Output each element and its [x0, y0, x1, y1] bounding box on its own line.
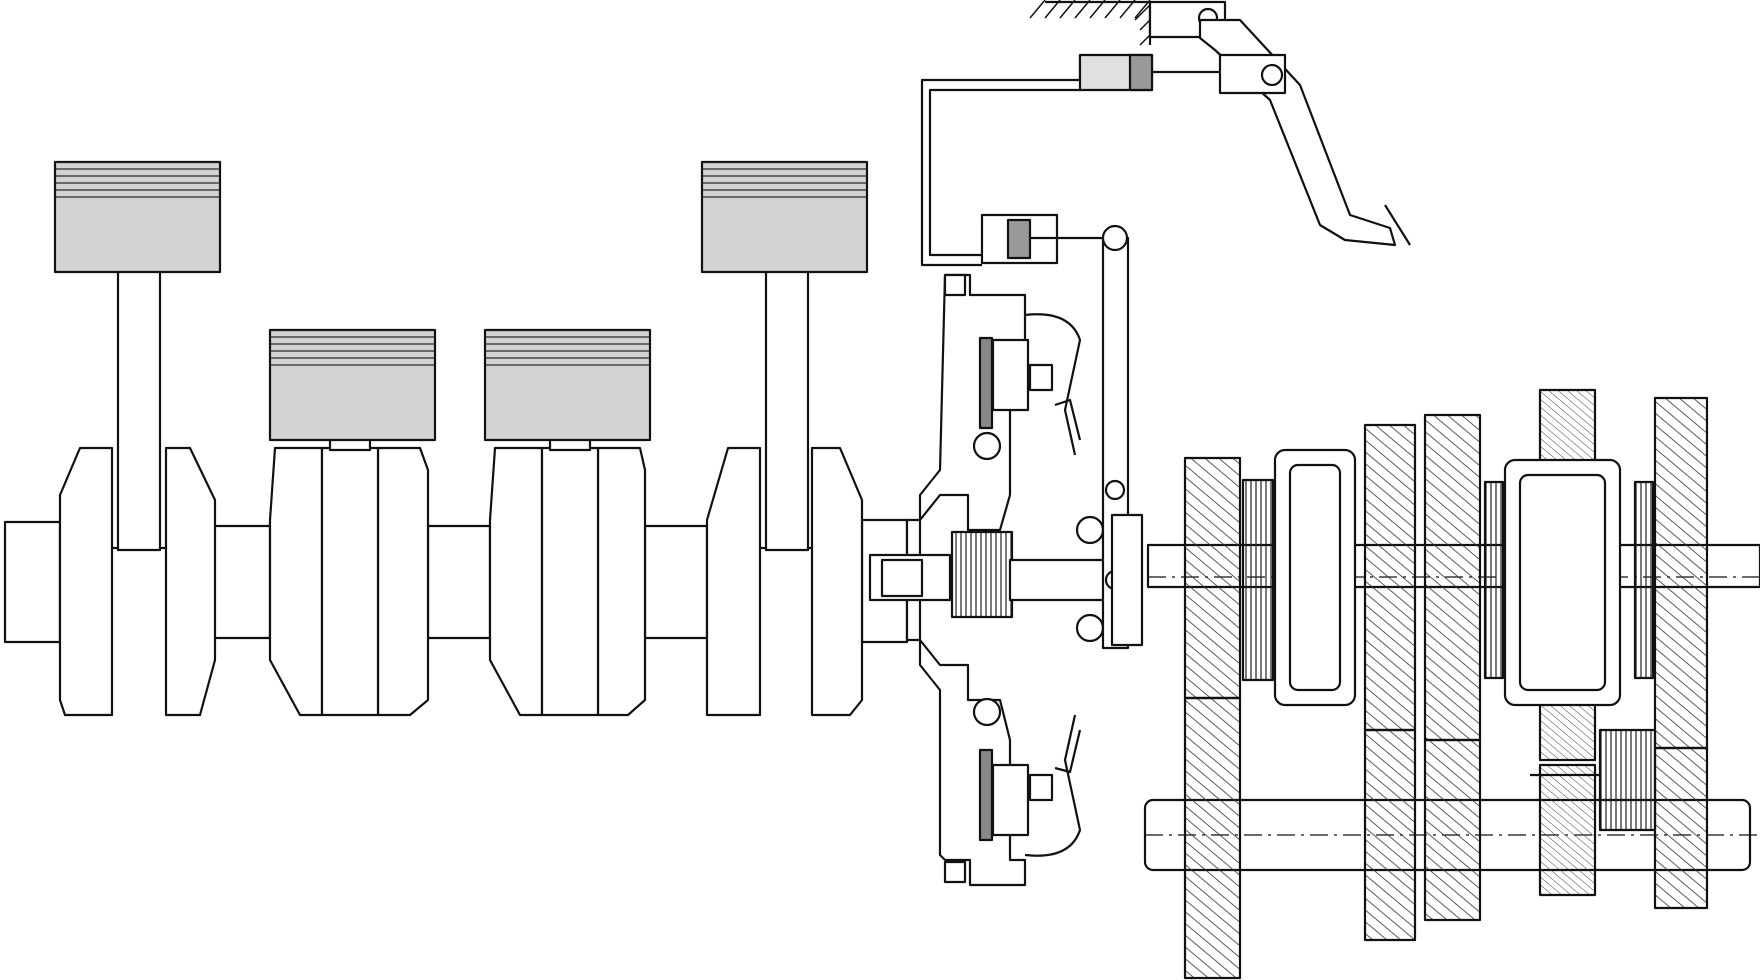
pedal-icon: [1029, 0, 1411, 247]
crankshaft-icon: [3, 446, 909, 717]
clutch-icon: [868, 224, 1144, 857]
piston-icon: [53, 160, 869, 442]
connecting-rod-icon: [116, 268, 810, 552]
gearbox-icon: [1143, 388, 1760, 980]
hydraulic-line-icon: [920, 53, 1220, 267]
